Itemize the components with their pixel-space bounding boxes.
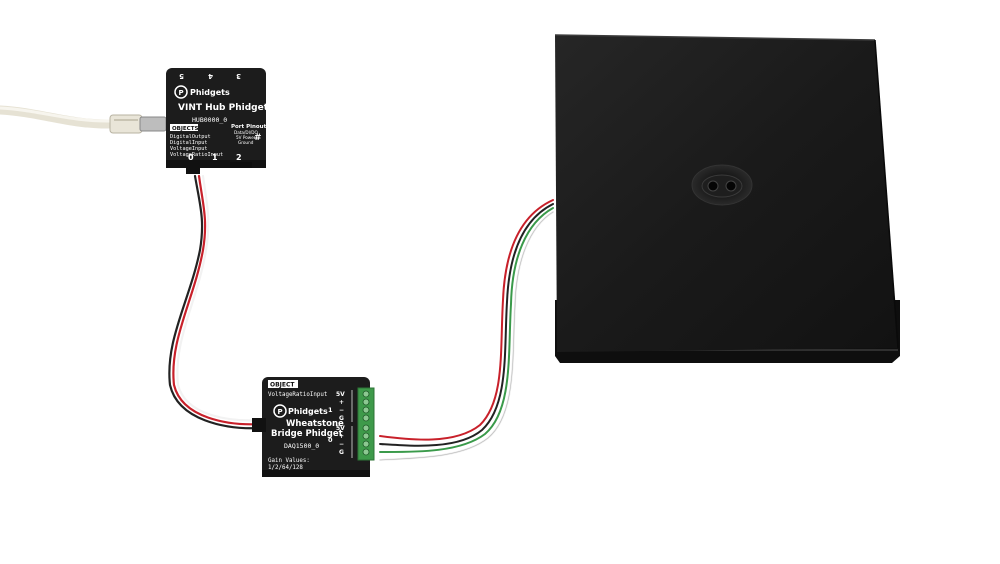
bridge-terminal-0: 5V — [336, 391, 345, 398]
hub-object-3: VoltageRatioInput — [170, 152, 223, 158]
bridge-terminal-4: 5V — [336, 425, 345, 432]
usb-cable — [0, 105, 167, 134]
bridge-title-line2: Bridge Phidget — [271, 429, 343, 439]
hub-port-3: 3 — [236, 72, 241, 80]
bridge-terminal-3: G — [339, 415, 344, 422]
terminal-screws — [362, 390, 370, 456]
hub-pinout-line-2: Ground — [238, 140, 254, 145]
hub-to-bridge-cable — [168, 174, 264, 430]
phidgets-logo-icon: P — [174, 85, 188, 99]
svg-text:P: P — [179, 89, 184, 97]
bridge-terminal-2: − — [339, 407, 344, 414]
hub-pinout-title: Port Pinout: — [231, 124, 268, 130]
hub-pinout-line-1: 5V Power — [236, 135, 256, 140]
hub-pinout-symbol: # — [254, 133, 262, 143]
bridge-object: VoltageRatioInput — [268, 392, 327, 398]
bridge-channel-0: 0 — [328, 436, 333, 444]
bridge-gain-title: Gain Values: — [268, 458, 310, 464]
bridge-terminal-1: + — [339, 399, 344, 406]
wheatstone-bridge-device: OBJECT VoltageRatioInput P Phidgets Whea… — [252, 377, 375, 477]
bridge-terminal-5: + — [339, 433, 344, 440]
hub-port-0: 0 — [188, 153, 194, 162]
bridge-channel-1: 1 — [328, 406, 333, 414]
bridge-terminal-6: − — [339, 441, 344, 448]
hub-port-4: 4 — [208, 72, 213, 80]
bridge-brand: Phidgets — [288, 407, 328, 416]
vint-hub-device: P Phidgets VINT Hub Phidget HUB0000_0 OB… — [166, 68, 269, 174]
bridge-part-number: DAQ1500_0 — [284, 442, 319, 450]
bridge-object-tag: OBJECT — [270, 382, 295, 389]
bridge-terminal-7: G — [339, 449, 344, 456]
phidgets-logo-icon: P — [273, 404, 287, 418]
bridge-title-line1: Wheatstone — [286, 419, 344, 429]
hub-part-number: HUB0000_0 — [192, 116, 227, 124]
hub-port-2: 2 — [236, 153, 242, 162]
hub-brand: Phidgets — [190, 88, 230, 97]
hub-object-1: DigitalInput — [170, 140, 207, 146]
bridge-gain-values: 1/2/64/128 — [268, 465, 303, 471]
hub-object-2: VoltageInput — [170, 146, 207, 152]
hub-object-0: DigitalOutput — [170, 134, 211, 140]
hub-pinout-line-0: Data/DI/DO — [234, 130, 259, 135]
hub-port-1: 1 — [212, 153, 218, 162]
load-cell-cable — [379, 199, 554, 461]
load-cell-platform — [554, 34, 900, 363]
hub-port-5: 5 — [179, 72, 184, 80]
mounting-knob-icon — [691, 164, 753, 206]
hub-title: VINT Hub Phidget — [178, 103, 269, 113]
hub-objects-tag: OBJECTS — [172, 126, 198, 132]
svg-text:P: P — [278, 408, 283, 416]
